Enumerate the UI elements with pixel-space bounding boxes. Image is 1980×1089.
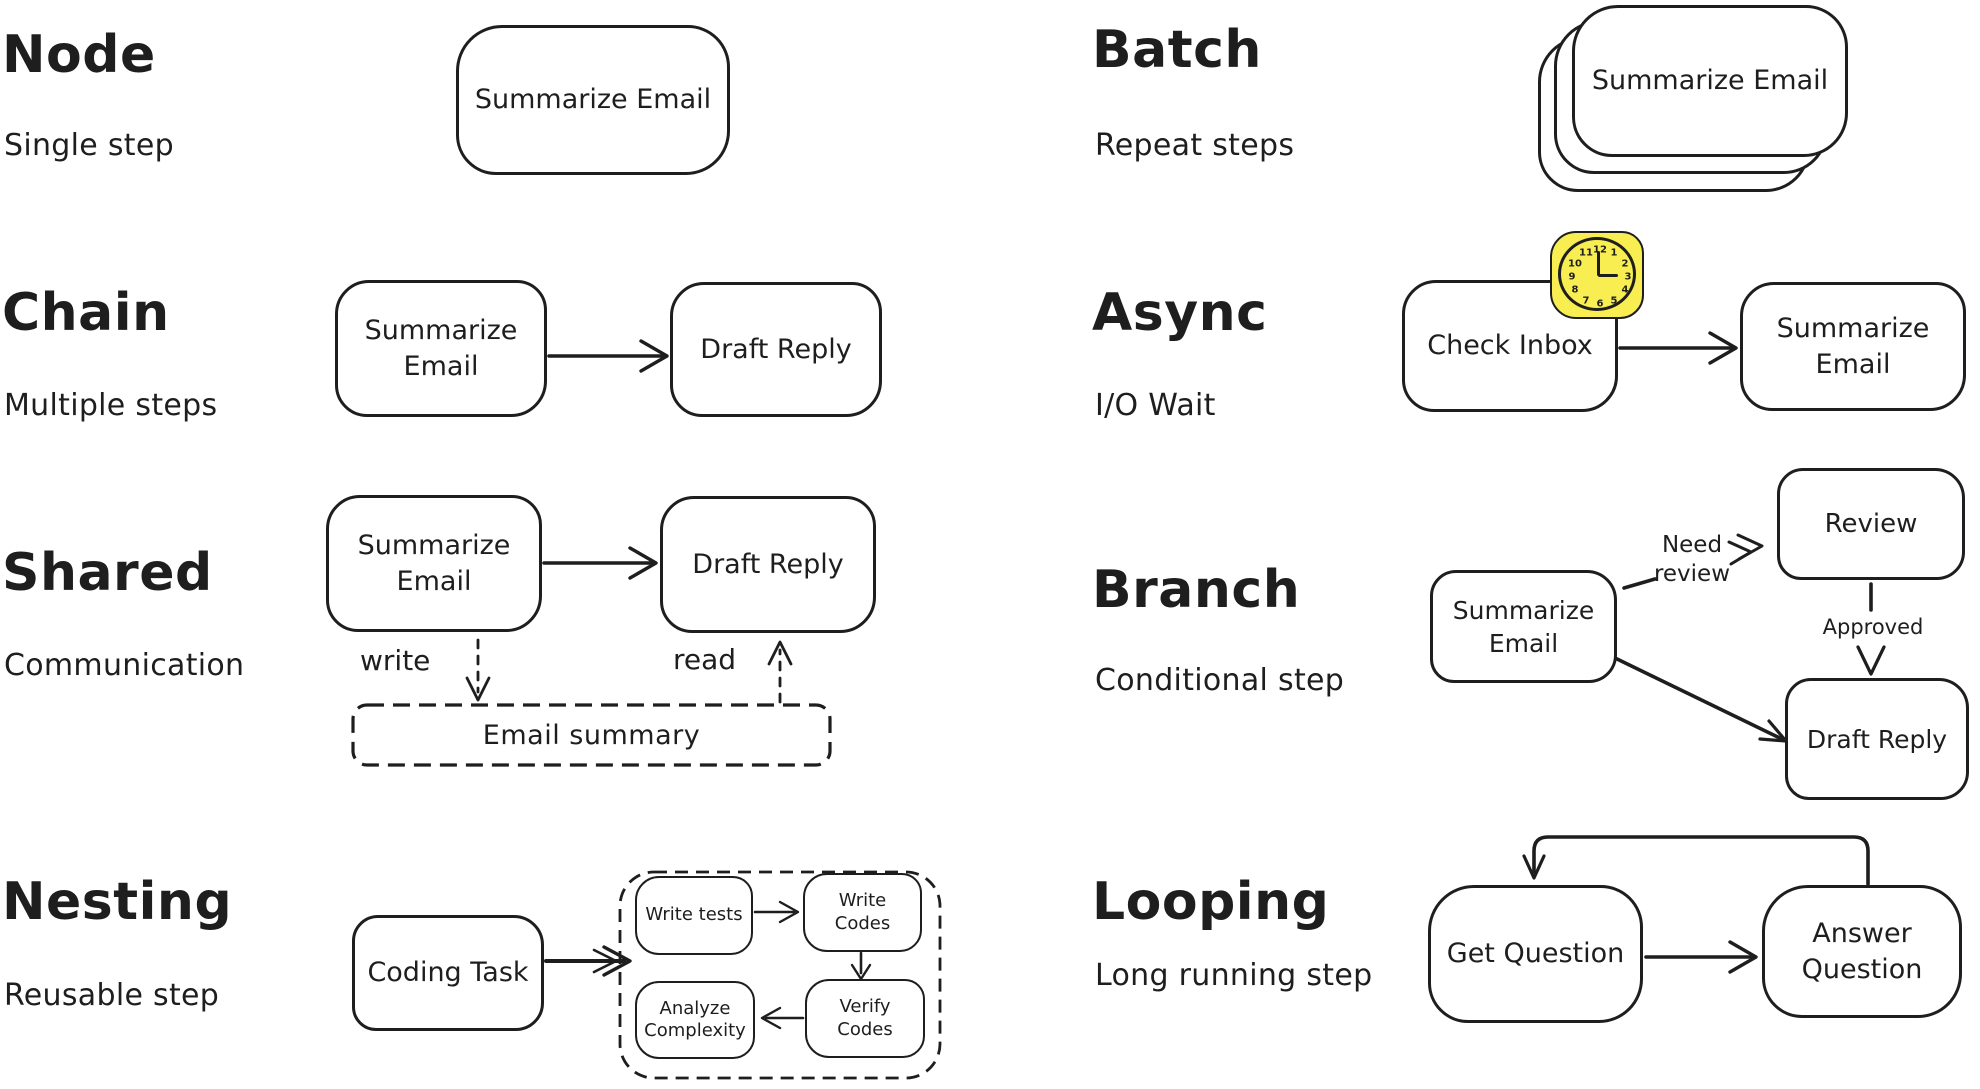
node-section-title: Node — [2, 25, 156, 85]
nesting-container-outline — [618, 870, 942, 1080]
nesting-section-subtitle: Reusable step — [4, 978, 220, 1013]
branch-section-subtitle: Conditional step — [1095, 663, 1345, 698]
batch-card-front: Summarize Email — [1572, 5, 1848, 157]
shared-store-outline — [351, 703, 832, 767]
batch-section-subtitle: Repeat steps — [1095, 128, 1295, 163]
clock-hour-hand — [1598, 274, 1618, 277]
nesting-section-title: Nesting — [2, 872, 233, 932]
async-box-summarize-email: Summarize Email — [1740, 282, 1966, 411]
async-box-check-inbox: Check Inbox — [1402, 280, 1618, 412]
nesting-box-write-codes: Write Codes — [803, 873, 922, 952]
shared-write-arrowhead-icon — [465, 676, 491, 702]
nesting-box-write-tests: Write tests — [635, 876, 753, 955]
chain-box-summarize-email: Summarize Email — [335, 280, 547, 417]
branch-need-leader — [1622, 577, 1657, 590]
branch-approved-arrowhead-icon — [1856, 645, 1886, 676]
nesting-entry-arrowhead2-icon — [592, 948, 618, 974]
shared-write-label: write — [360, 644, 431, 677]
branch-direct-arrow — [1613, 656, 1786, 742]
looping-back-arrow — [1532, 835, 1870, 886]
shared-arrowhead-icon — [628, 546, 658, 580]
nesting-arrowhead1-icon — [778, 900, 800, 924]
looping-back-arrowhead-icon — [1522, 854, 1546, 880]
branch-box-review: Review — [1777, 468, 1965, 580]
clock-icon: 12 1 2 3 4 5 6 7 8 9 10 11 — [1550, 231, 1644, 319]
nesting-box-coding-task: Coding Task — [352, 915, 544, 1031]
node-section-subtitle: Single step — [4, 128, 174, 163]
shared-read-label: read — [673, 643, 737, 676]
nesting-arrowhead3-icon — [760, 1006, 782, 1030]
batch-section-title: Batch — [1092, 20, 1262, 80]
looping-section-subtitle: Long running step — [1095, 958, 1373, 993]
chain-section-title: Chain — [2, 283, 170, 343]
nesting-entry-arrowhead-icon — [602, 945, 632, 977]
looping-box-answer-question: Answer Question — [1762, 885, 1962, 1018]
async-arrowhead-icon — [1708, 331, 1738, 365]
branch-need-chevron2-icon — [1727, 540, 1753, 566]
shared-box-summarize-email: Summarize Email — [326, 495, 542, 632]
branch-section-title: Branch — [1092, 560, 1301, 620]
looping-forward-arrowhead-icon — [1728, 940, 1758, 974]
chain-section-subtitle: Multiple steps — [4, 388, 218, 423]
node-box-summarize-email: Summarize Email — [456, 25, 730, 175]
clock-minute-hand — [1597, 251, 1600, 276]
shared-section-title: Shared — [2, 543, 213, 603]
branch-box-summarize-email: Summarize Email — [1430, 570, 1617, 683]
nesting-box-analyze-complexity: Analyze Complexity — [635, 981, 755, 1059]
shared-read-arrowhead-icon — [767, 640, 793, 666]
shared-section-subtitle: Communication — [4, 648, 245, 683]
clock-face: 12 1 2 3 4 5 6 7 8 9 10 11 — [1558, 237, 1636, 311]
async-section-subtitle: I/O Wait — [1095, 388, 1216, 423]
branch-need-review-label: Need review — [1653, 532, 1731, 587]
looping-box-get-question: Get Question — [1428, 885, 1643, 1023]
branch-approved-label: Approved — [1822, 615, 1924, 639]
chain-arrowhead-icon — [639, 339, 669, 373]
nesting-box-verify-codes: Verify Codes — [805, 979, 925, 1058]
shared-store-email-summary: Email summary — [482, 719, 701, 751]
looping-section-title: Looping — [1092, 872, 1330, 932]
shared-box-draft-reply: Draft Reply — [660, 496, 876, 633]
branch-box-draft-reply: Draft Reply — [1785, 678, 1969, 800]
chain-box-draft-reply: Draft Reply — [670, 282, 882, 417]
async-section-title: Async — [1092, 283, 1268, 343]
